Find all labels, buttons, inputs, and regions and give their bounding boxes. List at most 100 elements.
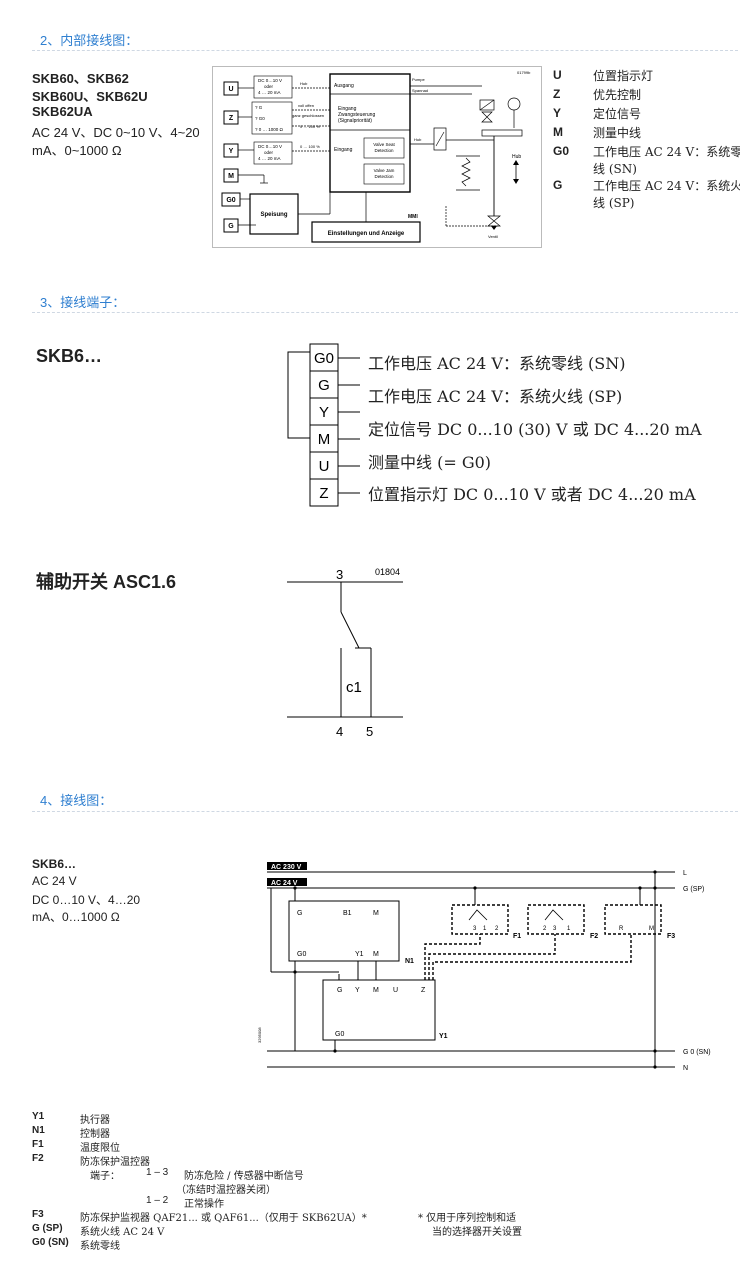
legend-row: Y 定位信号 bbox=[553, 106, 738, 124]
voll-offen: voll offen bbox=[298, 103, 314, 108]
eingang-zwang-2: Zwangsteuerung bbox=[338, 112, 375, 118]
wiring-code: 3295008 bbox=[257, 1027, 262, 1043]
eingang-zwang-1: Eingang bbox=[338, 106, 357, 112]
rail-N: N bbox=[683, 1065, 688, 1072]
valve-jam-2: Detection bbox=[374, 174, 394, 179]
u-box-3: 4 … 20 mA bbox=[258, 90, 281, 95]
z-box-1: ? G bbox=[255, 105, 263, 110]
legend-value: 定位信号 bbox=[593, 107, 642, 121]
y1-term-U: U bbox=[393, 987, 398, 994]
y1-term-G: G bbox=[337, 987, 342, 994]
hub-small: Hub bbox=[300, 81, 308, 86]
eingang: Eingang bbox=[334, 147, 353, 153]
y-box-2: oder bbox=[264, 150, 274, 155]
aux-bottom-left: 4 bbox=[336, 724, 343, 739]
aux-bottom-right: 5 bbox=[366, 724, 373, 739]
legend-row: G0 工作电压 AC 24 V：系统零线 (SN) bbox=[553, 144, 740, 180]
wiring-model: SKB6… bbox=[32, 857, 77, 871]
wiring-spec-2: DC 0…10 V、4…20 bbox=[32, 893, 141, 907]
y-box-1: DC 0…10 V bbox=[258, 144, 282, 149]
einstellungen: Einstellungen und Anzeige bbox=[328, 231, 405, 237]
f1-label: F1 bbox=[513, 933, 521, 940]
f1-term-2: 2 bbox=[495, 926, 499, 932]
rail-L: L bbox=[683, 870, 687, 877]
aux-contact: c1 bbox=[346, 679, 362, 696]
f2-term-1: 1 bbox=[567, 926, 571, 932]
n1-term-B1: B1 bbox=[343, 910, 352, 917]
legend-key: U bbox=[553, 68, 562, 82]
ac24-tag: AC 24 V bbox=[271, 880, 298, 887]
y1-term-Z: Z bbox=[421, 987, 426, 994]
f2-detail-label: 端子： bbox=[90, 1171, 120, 1182]
n1-term-M: M bbox=[373, 910, 379, 917]
terminal-model: SKB6… bbox=[36, 346, 103, 366]
f3-term-M: M bbox=[649, 926, 654, 932]
f1-term-3: 3 bbox=[473, 926, 477, 932]
legend-val-Y1: 执行器 bbox=[80, 1115, 110, 1126]
legend-value: 测量中线 bbox=[593, 126, 642, 140]
f2-detail-r1-key: 1 – 3 bbox=[146, 1167, 169, 1178]
wiring-diagram: AC 230 V AC 24 V L G (SP) G 0 (SN) N G B… bbox=[257, 862, 711, 1072]
term-label-M: M bbox=[318, 431, 331, 448]
term-label-U: U bbox=[319, 458, 330, 475]
u-box-2: oder bbox=[264, 84, 274, 89]
legend-val-GSP: 系统火线 AC 24 V bbox=[80, 1227, 165, 1238]
section-title-wiring: 4、接线图： bbox=[40, 793, 113, 808]
legend-value: 工作电压 AC 24 V：系统零线 (SN) bbox=[593, 145, 740, 176]
spec-line-2: mA、0~1000 Ω bbox=[32, 143, 122, 158]
hub-arrow-label: Hub bbox=[512, 154, 521, 160]
wiring-spec-1: AC 24 V bbox=[32, 874, 77, 888]
footnote-line-2: 当的选择器开关设置 bbox=[432, 1227, 522, 1238]
model-line-3: SKB62UA bbox=[32, 104, 93, 119]
section-divider bbox=[32, 811, 738, 812]
pct-y: 0 … 100 % bbox=[300, 144, 320, 149]
wiring-spec-3: mA、0…1000 Ω bbox=[32, 910, 120, 924]
f2-detail-r2-key: 1 – 2 bbox=[146, 1195, 169, 1206]
legend-row: Z 优先控制 bbox=[553, 87, 738, 105]
term-U: U bbox=[228, 86, 233, 93]
legend-val-N1: 控制器 bbox=[80, 1129, 110, 1140]
f2-term-2: 2 bbox=[543, 926, 547, 932]
legend-value: 工作电压 AC 24 V：系统火线 (SP) bbox=[593, 179, 740, 210]
model-line-1: SKB60、SKB62 bbox=[32, 71, 129, 86]
term-M: M bbox=[228, 173, 234, 180]
z-box-2: ? G0 bbox=[255, 116, 265, 121]
legend-key: Y bbox=[553, 106, 562, 120]
legend-value: 位置指示灯 bbox=[593, 69, 654, 83]
u-box-1: DC 0…10 V bbox=[258, 78, 282, 83]
f2-term-3: 3 bbox=[553, 926, 557, 932]
legend-key-Y1: Y1 bbox=[32, 1111, 45, 1122]
terminal-desc-Y: 定位信号 DC 0...10 (30) V 或 DC 4...20 mA bbox=[368, 420, 702, 439]
section-divider bbox=[32, 312, 738, 313]
term-label-G: G bbox=[318, 377, 330, 394]
pct-z: 0 … 100 % bbox=[300, 124, 320, 129]
pumpe: Pumpe bbox=[412, 77, 425, 82]
f3-label: F3 bbox=[667, 933, 675, 940]
terminal-desc-G: 工作电压 AC 24 V：系统火线 (SP) bbox=[368, 387, 623, 406]
rail-G0: G 0 (SN) bbox=[683, 1049, 711, 1056]
section-title-terminals: 3、接线端子： bbox=[40, 295, 126, 310]
legend-key: G bbox=[553, 178, 563, 192]
term-Y: Y bbox=[229, 148, 234, 155]
terminal-desc-Z: 位置指示灯 DC 0...10 V 或者 DC 4...20 mA bbox=[368, 485, 696, 504]
terminal-strip-diagram: G0 G Y M U Z bbox=[287, 343, 360, 507]
terminal-desc-M: 测量中线 (= G0) bbox=[368, 453, 492, 472]
spec-line-1: AC 24 V、DC 0~10 V、4~20 bbox=[32, 125, 200, 140]
z-box-3: ? 0 … 1000 Ω bbox=[255, 127, 284, 132]
legend-key-GSP: G (SP) bbox=[32, 1223, 63, 1234]
legend-key: M bbox=[553, 125, 563, 139]
aux-switch-title: 辅助开关 ASC1.6 bbox=[36, 572, 177, 592]
term-label-Z: Z bbox=[319, 485, 328, 502]
speisung: Speisung bbox=[260, 212, 287, 218]
f2-detail-r1-val: 防冻危险 / 传感器中断信号 bbox=[184, 1171, 304, 1182]
valve-jam-1: Valve Jam bbox=[374, 168, 395, 173]
legend-val-G0SN: 系统零线 bbox=[80, 1241, 120, 1252]
mmi: MMI bbox=[408, 214, 418, 220]
model-line-2: SKB60U、SKB62U bbox=[32, 89, 148, 104]
aux-top-terminal: 3 bbox=[336, 567, 343, 582]
eingang-zwang-3: (Signalpriorität) bbox=[338, 118, 372, 124]
valve-seat-1: Valve Seat bbox=[373, 142, 395, 147]
valve-seat-2: Detection bbox=[374, 148, 394, 153]
term-G0: G0 bbox=[226, 197, 235, 204]
diagram-code: 01799b bbox=[517, 70, 531, 75]
